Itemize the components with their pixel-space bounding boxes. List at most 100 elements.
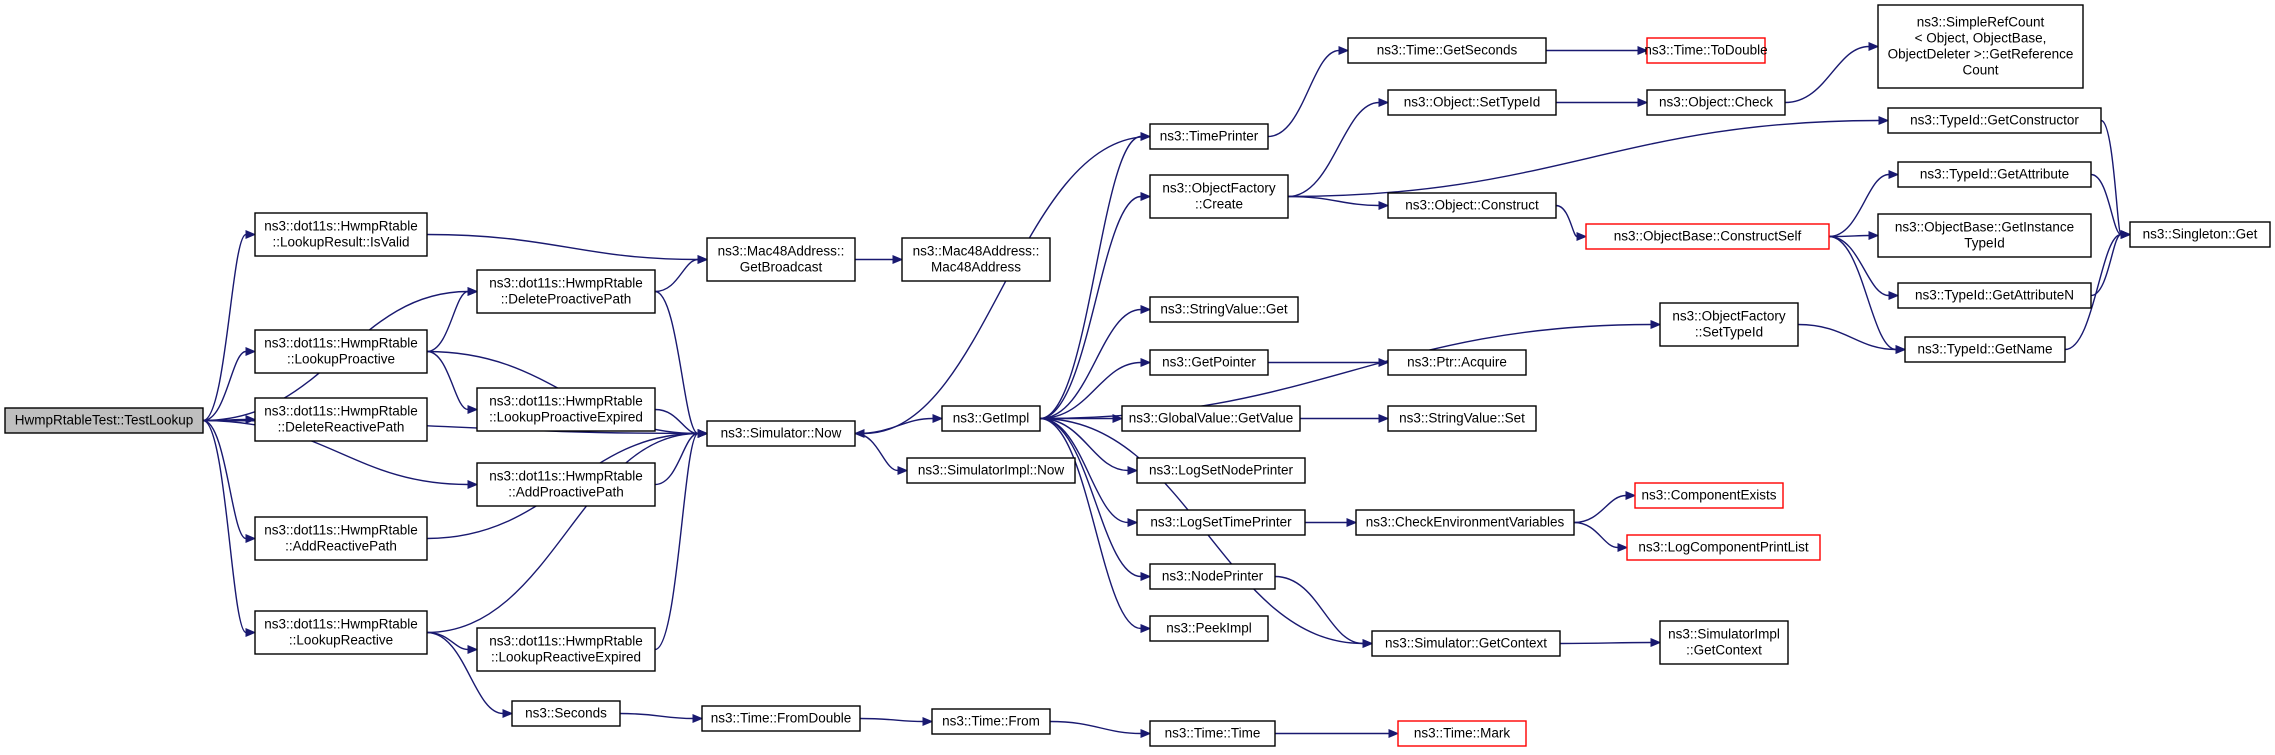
node-lookreact[interactable]: ns3::dot11s::HwmpRtable::LookupReactive: [254, 610, 428, 655]
node-ofcreate[interactable]: ns3::ObjectFactory::Create: [1149, 174, 1289, 219]
node-box: [901, 237, 1051, 282]
node-singletonget[interactable]: ns3::Singleton::Get: [2129, 221, 2271, 248]
node-lookproact[interactable]: ns3::dot11s::HwmpRtable::LookupProactive: [254, 329, 428, 374]
node-getpointer[interactable]: ns3::GetPointer: [1149, 349, 1269, 376]
node-box: [1897, 282, 2092, 309]
node-objcheck[interactable]: ns3::Object::Check: [1646, 89, 1786, 116]
node-box: [1646, 37, 1766, 64]
node-timetime[interactable]: ns3::Time::Time: [1149, 720, 1276, 747]
edge-lookreact-to-simnow: [426, 428, 709, 634]
node-isvalid[interactable]: ns3::dot11s::HwmpRtable::LookupResult::I…: [254, 212, 428, 257]
node-label: ns3::Object::Construct: [1405, 198, 1539, 213]
node-box: [1136, 457, 1306, 484]
node-peekimpl[interactable]: ns3::PeekImpl: [1149, 615, 1269, 642]
node-objconstruct[interactable]: ns3::Object::Construct: [1387, 192, 1557, 219]
node-label: ns3::dot11s::HwmpRtable: [264, 523, 418, 538]
node-label: ns3::dot11s::HwmpRtable: [264, 617, 418, 632]
node-logcompprint[interactable]: ns3::LogComponentPrintList: [1626, 534, 1821, 561]
node-label: ns3::Time::GetSeconds: [1377, 43, 1518, 58]
node-ptracquire[interactable]: ns3::Ptr::Acquire: [1387, 349, 1527, 376]
edge-timegetsec-to-timetodouble: [1546, 45, 1649, 56]
node-ofsettypeid[interactable]: ns3::ObjectFactory::SetTypeId: [1659, 302, 1799, 347]
node-label: ns3::LogSetNodePrinter: [1149, 463, 1294, 478]
edge-root-to-addproact: [202, 419, 479, 490]
node-box: [254, 329, 428, 374]
node-simimplnow[interactable]: ns3::SimulatorImpl::Now: [906, 457, 1076, 484]
node-box: [1387, 405, 1537, 432]
edge-simgetctx-to-simimplgetctx: [1559, 637, 1662, 648]
node-simimplgetctx[interactable]: ns3::SimulatorImpl::GetContext: [1659, 620, 1789, 665]
node-box: [1149, 349, 1269, 376]
edge-timefromdouble-to-timefrom: [859, 716, 934, 727]
edge-getpointer-to-ptracquire: [1267, 357, 1390, 368]
node-tidgetname[interactable]: ns3::TypeId::GetName: [1904, 336, 2066, 363]
node-box: [1121, 405, 1301, 432]
node-label: ns3::dot11s::HwmpRtable: [264, 219, 418, 234]
edge-logsettime-to-checkenv: [1305, 517, 1358, 528]
node-timefromdouble[interactable]: ns3::Time::FromDouble: [701, 705, 861, 732]
node-logsettime[interactable]: ns3::LogSetTimePrinter: [1136, 509, 1306, 536]
node-label: ns3::GetPointer: [1162, 355, 1256, 370]
node-box: [1634, 482, 1784, 509]
node-nodeprinter[interactable]: ns3::NodePrinter: [1149, 563, 1276, 590]
node-label: ns3::Time::ToDouble: [1644, 43, 1767, 58]
node-globalvalget[interactable]: ns3::GlobalValue::GetValue: [1121, 405, 1301, 432]
node-box: [1149, 123, 1269, 150]
node-timemark[interactable]: ns3::Time::Mark: [1397, 720, 1527, 747]
edge-lookproact-to-lookproactexp: [426, 350, 479, 415]
node-strvalset[interactable]: ns3::StringValue::Set: [1387, 405, 1537, 432]
node-simgetctx[interactable]: ns3::Simulator::GetContext: [1371, 630, 1561, 657]
node-box: [1149, 563, 1276, 590]
node-lookproactexp[interactable]: ns3::dot11s::HwmpRtable::LookupProactive…: [476, 387, 656, 432]
node-root[interactable]: HwmpRtableTest::TestLookup: [4, 407, 204, 434]
node-label: ns3::TypeId::GetName: [1917, 342, 2052, 357]
node-tidgetctor[interactable]: ns3::TypeId::GetConstructor: [1887, 107, 2102, 134]
node-label: ::Create: [1195, 197, 1243, 212]
edge-tidgetname-to-singletonget: [2064, 229, 2132, 351]
node-addproact[interactable]: ns3::dot11s::HwmpRtable::AddProactivePat…: [476, 462, 656, 507]
node-label: ns3::CheckEnvironmentVariables: [1366, 515, 1565, 530]
node-timegetsec[interactable]: ns3::Time::GetSeconds: [1347, 37, 1547, 64]
node-tidgetattrn[interactable]: ns3::TypeId::GetAttributeN: [1897, 282, 2092, 309]
node-checkenv[interactable]: ns3::CheckEnvironmentVariables: [1355, 509, 1575, 536]
node-objsettypeid[interactable]: ns3::Object::SetTypeId: [1387, 89, 1557, 116]
node-label: ns3::Time::From: [942, 714, 1040, 729]
edge-seconds-to-timefromdouble: [619, 712, 704, 724]
node-addreact[interactable]: ns3::dot11s::HwmpRtable::AddReactivePath: [254, 516, 428, 561]
node-box: [1371, 630, 1561, 657]
node-box: [1626, 534, 1821, 561]
node-label: ns3::LogSetTimePrinter: [1150, 515, 1292, 530]
edge-ofcreate-to-objconstruct: [1287, 195, 1390, 211]
node-logsetnode[interactable]: ns3::LogSetNodePrinter: [1136, 457, 1306, 484]
node-getimpl[interactable]: ns3::GetImpl: [941, 405, 1041, 432]
node-seconds[interactable]: ns3::Seconds: [511, 700, 621, 727]
node-objbaseconstruct[interactable]: ns3::ObjectBase::ConstructSelf: [1585, 223, 1830, 250]
node-timetodouble[interactable]: ns3::Time::ToDouble: [1644, 37, 1768, 64]
node-simplerefcount[interactable]: ns3::SimpleRefCount< Object, ObjectBase,…: [1877, 4, 2084, 89]
node-mac48[interactable]: ns3::Mac48Address::Mac48Address: [901, 237, 1051, 282]
node-delproact[interactable]: ns3::dot11s::HwmpRtable::DeleteProactive…: [476, 269, 656, 314]
node-label: ns3::ObjectFactory: [1672, 309, 1786, 324]
node-box: [1387, 349, 1527, 376]
edge-root-to-addreact: [202, 419, 257, 544]
edge-objbaseconstruct-to-tidgetattr: [1828, 169, 1900, 238]
node-tidgetattr[interactable]: ns3::TypeId::GetAttribute: [1897, 161, 2092, 188]
node-timefrom[interactable]: ns3::Time::From: [931, 708, 1051, 735]
node-label: ns3::SimulatorImpl: [1668, 627, 1780, 642]
node-label: ::LookupReactiveExpired: [491, 650, 641, 665]
node-label: ns3::GetImpl: [953, 411, 1030, 426]
node-label: ::DeleteProactivePath: [501, 292, 632, 307]
node-getbroadcast[interactable]: ns3::Mac48Address::GetBroadcast: [706, 237, 856, 282]
node-lookreactexp[interactable]: ns3::dot11s::HwmpRtable::LookupReactiveE…: [476, 627, 656, 672]
node-compexists[interactable]: ns3::ComponentExists: [1634, 482, 1784, 509]
node-box: [1659, 302, 1799, 347]
node-timeprinter[interactable]: ns3::TimePrinter: [1149, 123, 1269, 150]
edge-getimpl-to-peekimpl: [1039, 417, 1152, 634]
node-delreact[interactable]: ns3::dot11s::HwmpRtable::DeleteReactiveP…: [254, 397, 428, 442]
node-label: ns3::PeekImpl: [1166, 621, 1252, 636]
node-simnow[interactable]: ns3::Simulator::Now: [706, 420, 856, 447]
edge-ofcreate-to-objsettypeid: [1287, 97, 1390, 198]
node-box: [1355, 509, 1575, 536]
node-strvalget[interactable]: ns3::StringValue::Get: [1149, 296, 1299, 323]
